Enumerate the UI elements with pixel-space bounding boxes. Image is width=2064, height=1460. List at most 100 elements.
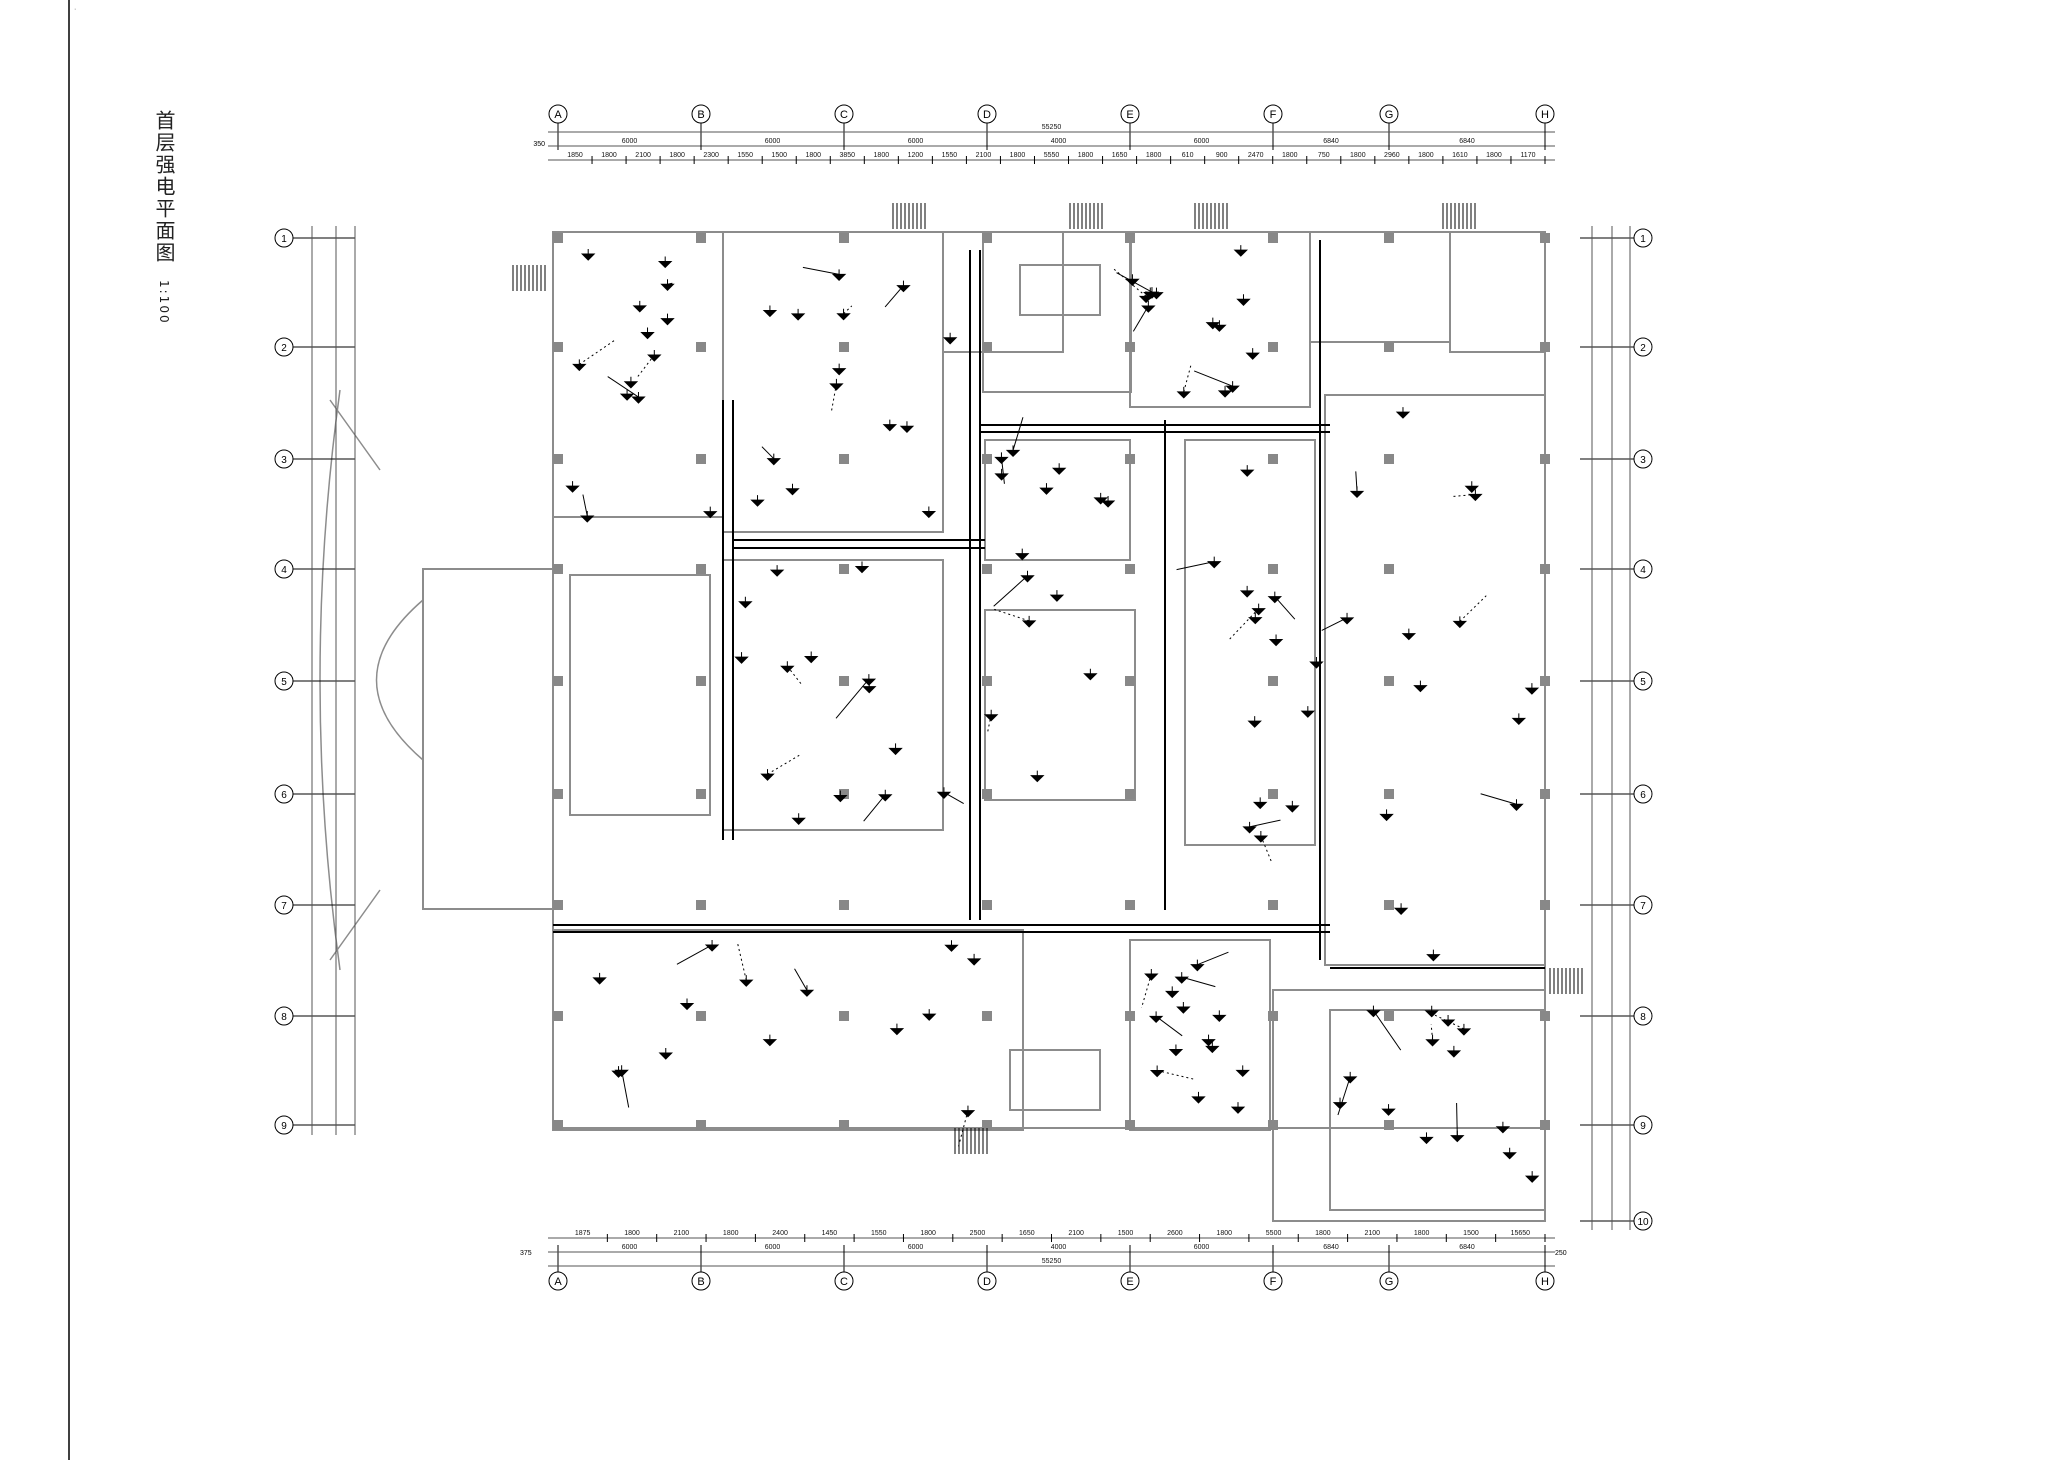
light-fixture-icon xyxy=(1049,590,1065,602)
axis-label: G xyxy=(1385,109,1394,121)
wiring-line xyxy=(1132,305,1149,332)
structural-column xyxy=(1125,564,1135,574)
bottom-sub-dim-text: 2400 xyxy=(772,1230,788,1237)
axis-bubble xyxy=(274,895,294,915)
light-fixture-icon xyxy=(1190,959,1205,972)
light-fixture-icon xyxy=(1217,385,1233,398)
wiring-line xyxy=(621,1070,630,1108)
top-bay-dim-text: 6000 xyxy=(765,138,781,145)
wiring-line xyxy=(1451,493,1476,498)
light-fixture-icon xyxy=(1191,1091,1206,1104)
top-sub-dim-text: 1610 xyxy=(1452,152,1468,159)
bottom-sub-dim-text: 1550 xyxy=(871,1230,887,1237)
wiring-line xyxy=(1112,267,1147,297)
light-fixture-icon xyxy=(766,453,781,466)
bottom-sub-dim-text: 2500 xyxy=(970,1230,986,1237)
bottom-sub-dim-text: 1800 xyxy=(1414,1230,1430,1237)
axis-label: 7 xyxy=(281,901,287,912)
axis-label: A xyxy=(554,109,562,121)
bottom-sub-dim-text: 2600 xyxy=(1167,1230,1183,1237)
structural-column xyxy=(1540,233,1550,243)
structural-column xyxy=(553,900,563,910)
structural-column xyxy=(839,900,849,910)
bottom-sub-dim-text: 1500 xyxy=(1463,1230,1479,1237)
top-sub-dim-text: 1650 xyxy=(1112,152,1128,159)
wiring-line xyxy=(943,791,964,804)
light-fixture-icon xyxy=(1093,492,1108,505)
bottom-total-dim-text: 55250 xyxy=(1042,1258,1062,1265)
wiring-line xyxy=(1000,457,1005,484)
light-fixture-icon xyxy=(785,483,800,496)
room xyxy=(722,559,944,831)
light-fixture-icon xyxy=(921,1009,937,1021)
axis-label: 9 xyxy=(1640,1121,1646,1132)
structural-column xyxy=(1268,233,1278,243)
wiring-line xyxy=(835,678,870,719)
top-sub-dim-text: 750 xyxy=(1318,152,1330,159)
axis-bubble xyxy=(1263,104,1283,124)
light-fixture-icon xyxy=(738,596,753,609)
stair-void xyxy=(1009,1049,1101,1111)
axis-label: G xyxy=(1385,1276,1394,1288)
wiring-line xyxy=(676,944,713,965)
axis-label: B xyxy=(697,1276,704,1288)
wiring-line xyxy=(582,494,588,517)
light-fixture-icon xyxy=(1440,1014,1456,1027)
structural-column xyxy=(1384,1120,1394,1130)
wiring-line xyxy=(986,714,992,734)
structural-column xyxy=(696,1011,706,1021)
structural-column xyxy=(1125,1120,1135,1130)
structural-column xyxy=(1268,676,1278,686)
wiring-line xyxy=(794,968,808,991)
light-fixture-icon xyxy=(1242,821,1257,834)
wiring-line xyxy=(1012,417,1024,451)
structural-column xyxy=(553,233,563,243)
wiring-line xyxy=(1321,617,1348,631)
structural-column xyxy=(1125,789,1135,799)
light-fixture-icon xyxy=(1309,656,1324,669)
top-sub-dim-text: 1550 xyxy=(942,152,958,159)
axis-label: F xyxy=(1270,109,1277,121)
structural-column xyxy=(839,233,849,243)
structural-column xyxy=(696,233,706,243)
wiring-line xyxy=(993,575,1028,607)
top-sub-dim-text: 1170 xyxy=(1520,152,1535,159)
wiring-line xyxy=(884,285,904,308)
light-fixture-icon xyxy=(1201,1034,1216,1047)
axis-bubble xyxy=(1535,104,1555,124)
light-fixture-icon xyxy=(1379,809,1394,822)
light-fixture-icon xyxy=(572,359,587,372)
room xyxy=(1129,939,1271,1131)
wiring-line xyxy=(1459,595,1487,622)
structural-column xyxy=(1384,454,1394,464)
structural-column xyxy=(1125,1011,1135,1021)
stair-hatch xyxy=(1442,203,1476,229)
light-fixture-icon xyxy=(1176,386,1191,399)
light-fixture-icon xyxy=(1248,612,1263,625)
top-sub-dim-text: 1200 xyxy=(908,152,924,159)
top-sub-dim-text: 1800 xyxy=(1078,152,1094,159)
entrance-canopy xyxy=(319,389,424,971)
bottom-sub-dim-text: 15650 xyxy=(1511,1230,1531,1237)
top-sub-dim-text: 1800 xyxy=(669,152,685,159)
axis-label: E xyxy=(1126,1276,1133,1288)
axis-bubble xyxy=(1633,895,1653,915)
bottom-bay-dim-text: 6000 xyxy=(622,1244,638,1251)
bottom-sub-dim-text: 1800 xyxy=(1315,1230,1331,1237)
top-sub-dim-text: 2300 xyxy=(703,152,719,159)
stair-void xyxy=(1019,264,1101,316)
axis-label: 4 xyxy=(1640,565,1646,576)
bottom-sub-dim-text: 2100 xyxy=(1364,1230,1380,1237)
south-wing-outline xyxy=(1272,989,1546,1222)
light-fixture-icon xyxy=(899,421,915,433)
room xyxy=(1449,231,1546,353)
top-sub-dim-text: 1800 xyxy=(1010,152,1026,159)
light-fixture-icon xyxy=(1021,615,1037,628)
structural-column xyxy=(982,789,992,799)
axis-bubble xyxy=(1535,1271,1555,1291)
light-fixture-icon xyxy=(862,681,877,694)
drawing-scale: 1:100 xyxy=(157,280,171,325)
top-sub-dim-text: 1800 xyxy=(1486,152,1502,159)
light-fixture-icon xyxy=(799,985,815,997)
light-fixture-icon xyxy=(1452,616,1468,629)
